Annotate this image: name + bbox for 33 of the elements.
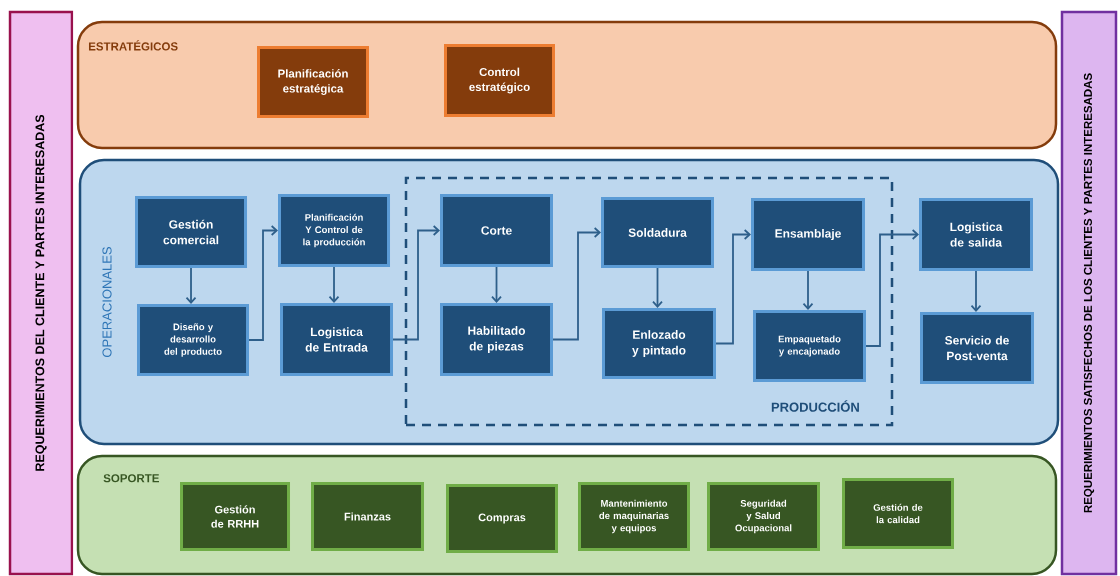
process-box: Gestión de la calidad — [842, 478, 954, 549]
process-box: Logistica de Entrada — [280, 303, 393, 376]
process-box: Habilitado de piezas — [440, 303, 553, 376]
process-box: Compras — [446, 484, 558, 553]
arrow — [185, 267, 197, 304]
process-box: Gestión de RRHH — [180, 482, 290, 551]
arrow — [865, 229, 919, 347]
arrow — [552, 227, 601, 341]
process-box: Gestión comercial — [135, 196, 247, 268]
arrow — [491, 266, 502, 303]
process-box: Empaquetado y encajonado — [753, 310, 866, 382]
side-band: REQUERIMIENTOS DEL CLIENTE Y PARTES INTERESADAS — [8, 10, 74, 576]
arrow — [715, 229, 751, 345]
process-box: Corte — [440, 194, 553, 267]
process-box: Planificación estratégica — [257, 46, 369, 118]
arrow — [970, 270, 982, 312]
process-box: Ensamblaje — [751, 198, 865, 271]
process-box: Seguridad y Salud Ocupacional — [707, 482, 820, 551]
arrow — [248, 225, 278, 341]
arrow — [392, 225, 440, 341]
process-box: Control estratégico — [444, 44, 555, 117]
arrow — [328, 266, 340, 303]
process-box: Soldadura — [601, 197, 714, 268]
process-box: Logistica de salida — [919, 198, 1033, 271]
process-box: Finanzas — [311, 482, 424, 551]
process-box: Planificación Y Control de la producción — [278, 194, 390, 267]
process-box: Servicio de Post-venta — [920, 312, 1034, 384]
arrow — [652, 267, 663, 308]
side-band: REQUERIMIENTOS SATISFECHOS DE LOS CLIENTES Y PARTES INTERESADAS — [1060, 10, 1118, 576]
arrow — [802, 270, 814, 310]
process-box: Diseño y desarrollo del producto — [137, 304, 249, 376]
process-box: Mantenimiento de maquinarias y equipos — [578, 482, 690, 551]
process-box: Enlozado y pintado — [602, 308, 716, 379]
